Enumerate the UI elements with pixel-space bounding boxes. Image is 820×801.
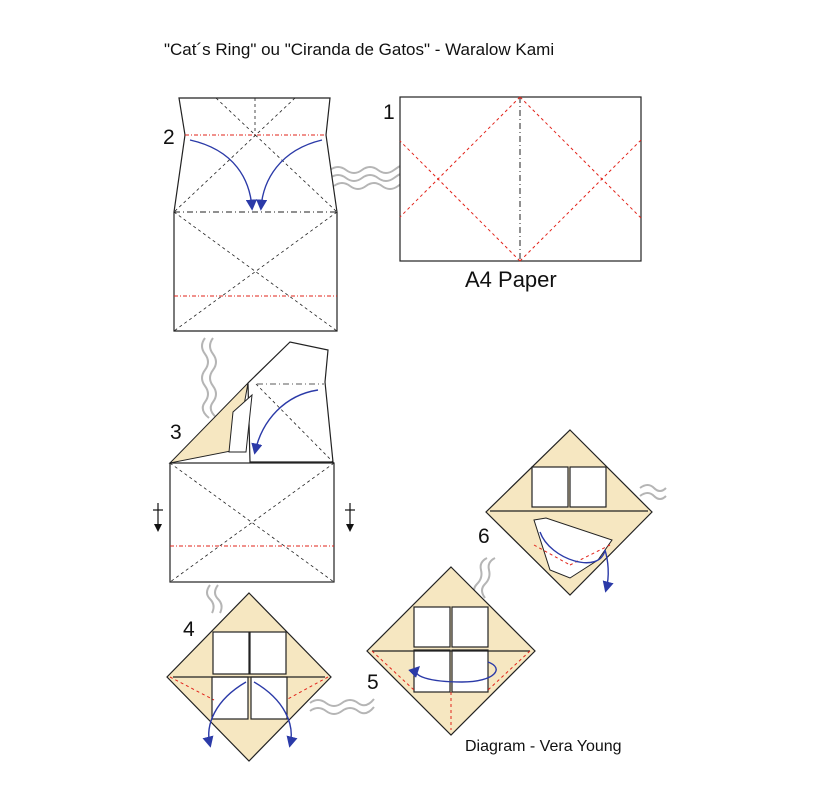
step-1-a4-sheet xyxy=(399,96,642,262)
step-2-folded-sheet xyxy=(173,97,338,332)
diagram-title: "Cat´s Ring" ou "Ciranda de Gatos" - War… xyxy=(164,40,555,59)
step-5-diamond xyxy=(366,566,536,736)
step-number-2: 2 xyxy=(163,126,175,149)
step-number-1: 1 xyxy=(383,101,395,124)
step-number-3: 3 xyxy=(170,421,182,444)
step-number-6: 6 xyxy=(478,525,490,548)
step-number-4: 4 xyxy=(183,618,195,641)
step-3-folded-sheet xyxy=(153,341,355,583)
diagram-credit: Diagram - Vera Young xyxy=(465,738,622,755)
step-6-diamond xyxy=(485,429,653,596)
step-4-diamond xyxy=(166,592,332,762)
paper-size-label: A4 Paper xyxy=(465,267,557,292)
step-number-5: 5 xyxy=(367,671,379,694)
